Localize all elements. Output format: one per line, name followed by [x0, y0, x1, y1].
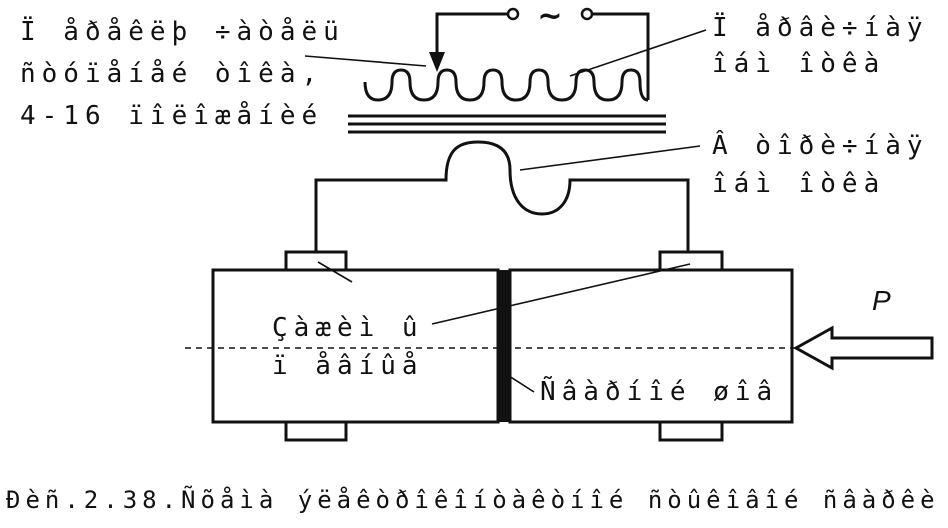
supply-wire-right: [592, 12, 650, 100]
leader-primary: [569, 29, 707, 77]
bottom-clamp-left: [284, 420, 348, 442]
leader-clamp-left: [317, 261, 353, 283]
force-arrow: [792, 325, 934, 371]
workpiece-left: [211, 268, 500, 424]
label-weld-seam: Ñâàðíîé øîâ: [540, 375, 778, 407]
tap-changer-wire: [435, 12, 508, 56]
tap-changer-arrow: [429, 52, 445, 72]
label-clamps: Çàæèì û ï åâíûå: [272, 313, 445, 381]
leader-clamp-right: [431, 263, 691, 325]
force-label: P: [872, 285, 891, 316]
terminal-right: [580, 7, 594, 21]
bottom-clamp-right: [658, 420, 724, 442]
top-clamp-right: [658, 250, 724, 272]
ac-symbol: ~: [537, 0, 562, 34]
label-adjustable-winding: Ï åðåêëþ ÷àòåëü ñòóïåíåé òîêà, 4-16 ïîëî…: [20, 15, 366, 131]
top-clamp-left: [284, 250, 348, 272]
leader-adjustable: [304, 55, 427, 67]
terminal-left: [506, 7, 520, 21]
secondary-winding: [314, 140, 690, 252]
primary-coil: [363, 68, 649, 102]
leader-secondary: [519, 145, 701, 171]
label-primary-winding: Ï åðâè÷íàÿ îáì îòêà: [712, 11, 948, 79]
label-secondary-winding: Â òîðè÷íàÿ îáì îòêà: [712, 129, 948, 199]
leader-weld-seam: [505, 373, 535, 393]
weld-seam-bar: [498, 270, 510, 422]
figure-caption: Ðèñ.2.38.Ñõåìà ýëåêòðîêîíòàêòíîé ñòûêîâî…: [6, 484, 940, 514]
